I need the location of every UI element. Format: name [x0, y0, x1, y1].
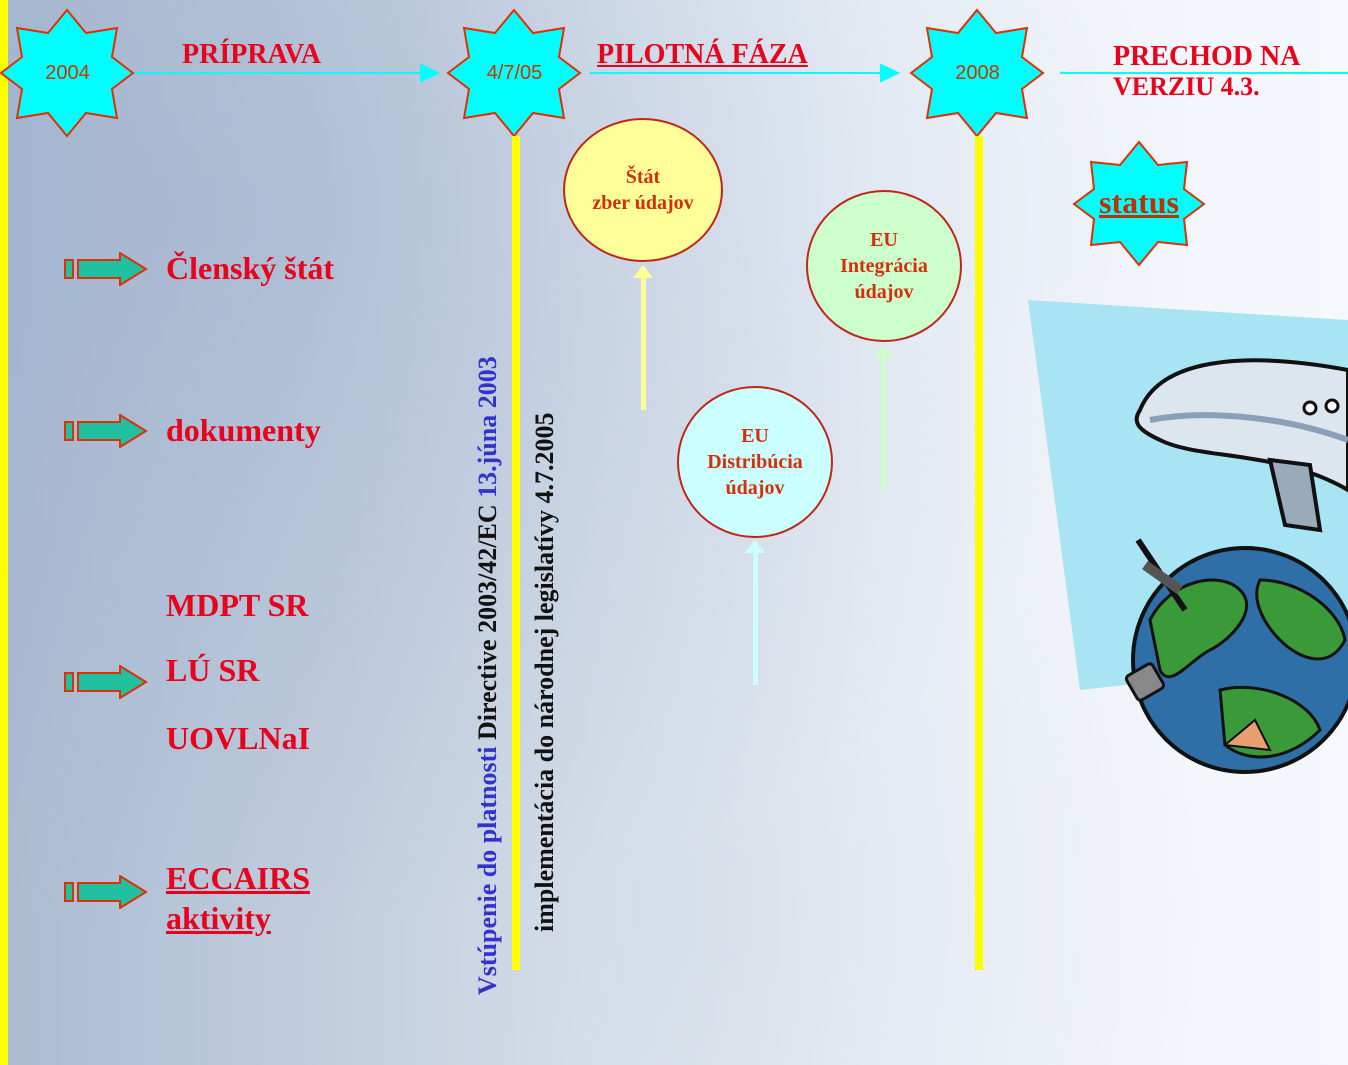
- satellite-icon: [1124, 538, 1188, 702]
- milestone-label: 2004: [45, 61, 90, 84]
- connector-stat: [641, 275, 646, 410]
- arrow-up-icon: [745, 540, 765, 553]
- circle-line: údajov: [854, 281, 914, 303]
- circle-eu-distribucia: EU Distribúcia údajov: [677, 386, 833, 538]
- directive-part3: 13.júna 2003: [473, 356, 502, 498]
- connector-integracia: [881, 355, 886, 490]
- directive-part2: Directive 2003/42/EC: [473, 497, 502, 747]
- implementation-text: implementácia do národnej legislatívy 4.…: [530, 412, 559, 932]
- nav-dokumenty: dokumenty: [166, 412, 321, 448]
- circle-line: údajov: [725, 477, 785, 499]
- circle-line: zber údajov: [592, 192, 694, 214]
- phase-prechod-line1: PRECHOD NA: [1113, 41, 1301, 72]
- eccairs-line2[interactable]: aktivity: [166, 900, 271, 936]
- nav-org-uovlnai: UOVLNaI: [166, 720, 311, 756]
- timeline-line-2008: [975, 136, 983, 970]
- left-accent-bar: [0, 0, 8, 1065]
- nav-org-mdpt: MDPT SR: [166, 587, 309, 623]
- status-button[interactable]: status: [1072, 140, 1206, 267]
- timeline-arrows: [135, 63, 1348, 83]
- arrow-up-icon: [873, 345, 893, 358]
- nav-org-lu: LÚ SR: [166, 652, 260, 688]
- airplane-globe-clipart: [1028, 300, 1348, 774]
- milestone-2005: 4/7/05: [446, 8, 582, 138]
- milestone-label: 2008: [955, 61, 1000, 84]
- right-arrow-icon: [64, 252, 148, 286]
- circle-line: EU: [741, 425, 769, 447]
- connector-distribucia: [753, 550, 758, 685]
- arrow-up-icon: [633, 265, 653, 278]
- eccairs-line1[interactable]: ECCAIRS: [166, 860, 311, 896]
- status-link[interactable]: status: [1098, 184, 1179, 220]
- milestone-2008: 2008: [909, 8, 1045, 138]
- right-arrow-icon: [64, 875, 148, 909]
- globe-icon: [1131, 546, 1348, 774]
- phase-priprava: PRÍPRAVA: [182, 39, 321, 70]
- milestone-label: 4/7/05: [486, 61, 543, 84]
- right-arrow-icon: [64, 414, 148, 448]
- circle-line: Distribúcia: [707, 451, 803, 473]
- phase-prechod: PRECHOD NA VERZIU 4.3.: [1113, 42, 1300, 102]
- star-icon: [0, 8, 135, 138]
- phase-pilotna-faza: PILOTNÁ FÁZA: [597, 39, 808, 70]
- milestone-2004: 2004: [0, 8, 135, 138]
- airplane-icon: [1134, 358, 1348, 533]
- circle-line: EU: [870, 229, 898, 251]
- right-arrow-icon: [64, 665, 148, 699]
- circle-eu-integracia: EU Integrácia údajov: [806, 190, 962, 342]
- directive-part1: Vstúpenie do platnosti: [473, 746, 502, 996]
- circle-stat-zber-udajov: Štát zber údajov: [563, 118, 723, 262]
- directive-text: Vstúpenie do platnosti Directive 2003/42…: [473, 356, 503, 995]
- phase-prechod-line2: VERZIU 4.3.: [1113, 72, 1260, 101]
- timeline-line-2005: [512, 136, 520, 970]
- circle-line: Integrácia: [840, 255, 928, 277]
- star-icon: [1072, 140, 1206, 267]
- circle-line: Štát: [625, 166, 661, 188]
- eccairs-aktivity-link[interactable]: ECCAIRS aktivity: [166, 858, 310, 938]
- nav-clensky-stat: Členský štát: [166, 250, 335, 286]
